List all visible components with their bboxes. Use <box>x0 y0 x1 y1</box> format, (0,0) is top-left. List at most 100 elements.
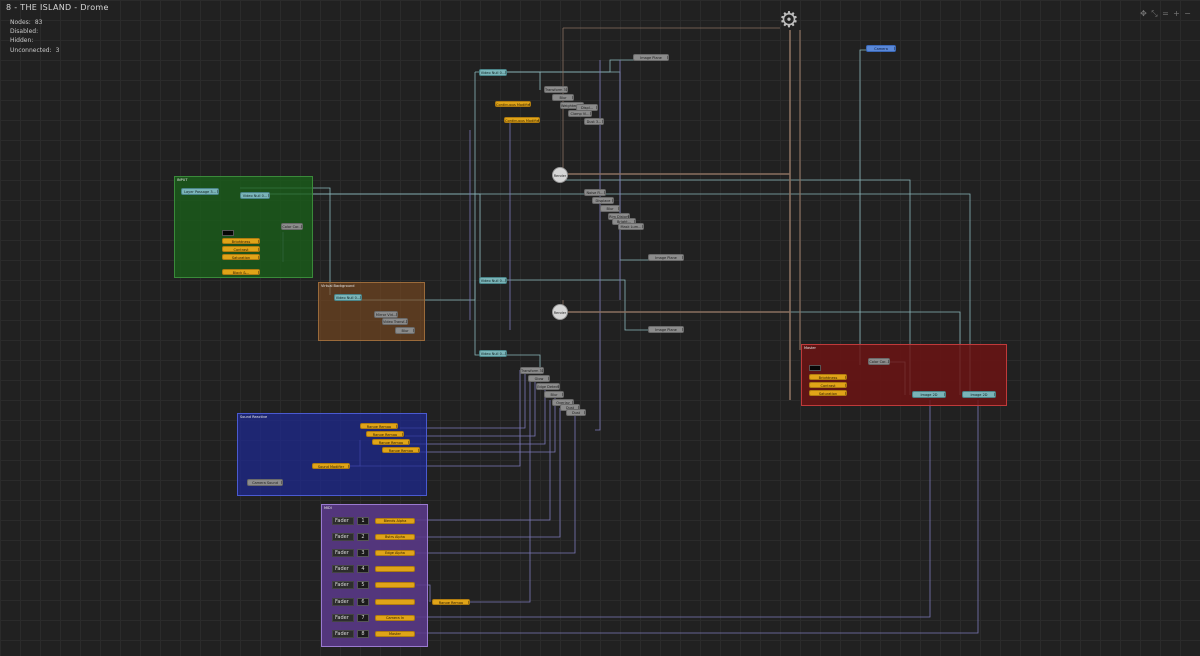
wire <box>507 71 541 90</box>
continuous-modifier-node[interactable]: Continuous Modifier <box>504 117 540 123</box>
fader-row[interactable]: Fader 4 <box>332 565 416 573</box>
chain-node[interactable]: Transform 3... <box>520 367 544 374</box>
wire <box>507 354 541 370</box>
wire <box>416 400 979 634</box>
wire <box>470 380 531 603</box>
black-node[interactable]: Black &... <box>222 269 260 275</box>
saturation-node[interactable]: Saturation <box>809 390 847 396</box>
fader-label: Fader <box>332 598 354 606</box>
image-2d-node[interactable]: Image 2D <box>962 391 996 398</box>
blur-node[interactable]: Blur <box>395 327 415 334</box>
range-remap-node[interactable]: Range Remap <box>382 447 420 453</box>
wire <box>416 415 576 554</box>
fader-row[interactable]: Fader 8 Master <box>332 630 416 638</box>
group-title: Master <box>804 346 816 350</box>
fader-row[interactable]: Fader 3 Edge Alpha <box>332 549 416 557</box>
stat-unconnected: Unconnected:3 <box>10 46 60 54</box>
fader-channel[interactable]: 4 <box>357 565 369 573</box>
fader-value[interactable]: Camera In <box>375 615 415 621</box>
fader-label: Fader <box>332 517 354 525</box>
color-correction-node[interactable]: Color Cor... <box>281 223 303 230</box>
camera-node[interactable]: Camera <box>866 45 896 52</box>
zoom-in-icon[interactable]: + <box>1173 9 1180 18</box>
scene-gear-icon[interactable]: ⚙ <box>779 8 799 33</box>
fit-view-icon[interactable]: ✥ <box>1140 9 1147 18</box>
camera-sound-node[interactable]: Camera Sound <box>247 479 283 486</box>
fader-channel[interactable]: 6 <box>357 598 369 606</box>
fader-row[interactable]: Fader 1 Blends Alpha <box>332 517 416 525</box>
fader-row[interactable]: Fader 6 <box>332 598 416 606</box>
contrast-node[interactable]: Contrast <box>222 246 260 252</box>
fader-value[interactable]: Blends Alpha <box>375 518 415 524</box>
fader-channel[interactable]: 1 <box>357 517 369 525</box>
chain-node[interactable]: Displace <box>592 197 614 204</box>
fader-value[interactable] <box>375 582 415 588</box>
range-remap-node[interactable]: Range Remap <box>360 423 398 429</box>
sound-modifier-node[interactable]: Sound Modifier <box>312 463 350 469</box>
chain-node[interactable]: Dust 3... <box>584 118 604 125</box>
range-remap-node[interactable]: Range Remap <box>432 599 470 605</box>
video-null-node[interactable]: Video Null 0... <box>240 192 270 199</box>
chain-node[interactable]: Mask Lum... <box>618 223 644 230</box>
image-plane-node[interactable]: Image Plane <box>648 326 684 333</box>
collapse-icon[interactable]: ⤡ <box>1151 9 1158 18</box>
chain-node[interactable]: Blur <box>552 94 574 101</box>
fader-value[interactable]: Edge Alpha <box>375 550 415 556</box>
chain-node[interactable]: Dust <box>566 409 586 416</box>
video-null-node[interactable]: Video Null 0... <box>479 277 507 284</box>
layer-passage-node[interactable]: Layer Passage 3... <box>181 188 219 195</box>
contrast-node[interactable]: Contrast <box>809 382 847 388</box>
fader-channel[interactable]: 5 <box>357 581 369 589</box>
color-correction-node[interactable]: Color Cor... <box>868 358 890 365</box>
fader-label: Fader <box>332 614 354 622</box>
chain-node[interactable]: Video Transf... <box>382 318 408 325</box>
group-title: INPUT <box>177 178 188 182</box>
chain-node[interactable]: Blur <box>600 205 620 212</box>
chain-node[interactable]: Mirror Vid... <box>374 311 398 318</box>
range-remap-node[interactable]: Range Remap <box>366 431 404 437</box>
fader-value[interactable]: Bstrs Alpha <box>375 534 415 540</box>
image-plane-node[interactable]: Image Plane <box>633 54 669 61</box>
range-remap-node[interactable]: Range Remap <box>372 439 410 445</box>
fader-row[interactable]: Fader 7 Camera In <box>332 614 416 622</box>
video-null-node[interactable]: Video Null 0... <box>479 350 507 357</box>
brightness-node[interactable]: Brightness <box>809 374 847 380</box>
wire <box>560 179 911 395</box>
fader-channel[interactable]: 3 <box>357 549 369 557</box>
renderer-node[interactable]: Render <box>552 167 568 183</box>
group-title: MIDI <box>324 506 332 510</box>
wire <box>416 408 561 538</box>
video-null-node[interactable]: Video Null 0... <box>334 294 362 301</box>
chain-node[interactable]: Displ... <box>576 104 598 111</box>
group-midi[interactable]: MIDI <box>321 504 428 647</box>
fader-value[interactable] <box>375 566 415 572</box>
wire <box>270 193 971 395</box>
chain-node[interactable]: Noise Fi... <box>584 189 606 196</box>
continuous-modifier-node[interactable]: Continuous Modifier <box>495 101 531 107</box>
saturation-node[interactable]: Saturation <box>222 254 260 260</box>
chain-node[interactable]: Clamp Vi... <box>568 110 592 117</box>
zoom-out-icon[interactable]: − <box>1184 9 1191 18</box>
video-null-node[interactable]: Video Null 0... <box>479 69 507 76</box>
chain-node[interactable]: Glow <box>528 375 550 382</box>
group-title: Virtual Background <box>321 284 355 288</box>
fader-row[interactable]: Fader 2 Bstrs Alpha <box>332 533 416 541</box>
fader-channel[interactable]: 8 <box>357 630 369 638</box>
fader-value[interactable] <box>375 599 415 605</box>
wire <box>474 72 505 356</box>
fader-value[interactable]: Master <box>375 631 415 637</box>
fader-channel[interactable]: 7 <box>357 614 369 622</box>
chain-node[interactable]: Edge Detect <box>536 383 560 390</box>
chain-node[interactable]: Transform 3... <box>544 86 568 93</box>
image-2d-node[interactable]: Image 2D <box>912 391 946 398</box>
chain-node[interactable]: Blur <box>544 391 564 398</box>
color-swatch <box>222 230 234 236</box>
wire <box>859 49 880 365</box>
fader-channel[interactable]: 2 <box>357 533 369 541</box>
expand-icon[interactable]: = <box>1162 9 1169 18</box>
image-plane-node[interactable]: Image Plane <box>648 254 684 261</box>
brightness-node[interactable]: Brightness <box>222 238 260 244</box>
renderer-node[interactable]: Render <box>552 304 568 320</box>
wire <box>410 385 546 445</box>
fader-row[interactable]: Fader 5 <box>332 581 416 589</box>
